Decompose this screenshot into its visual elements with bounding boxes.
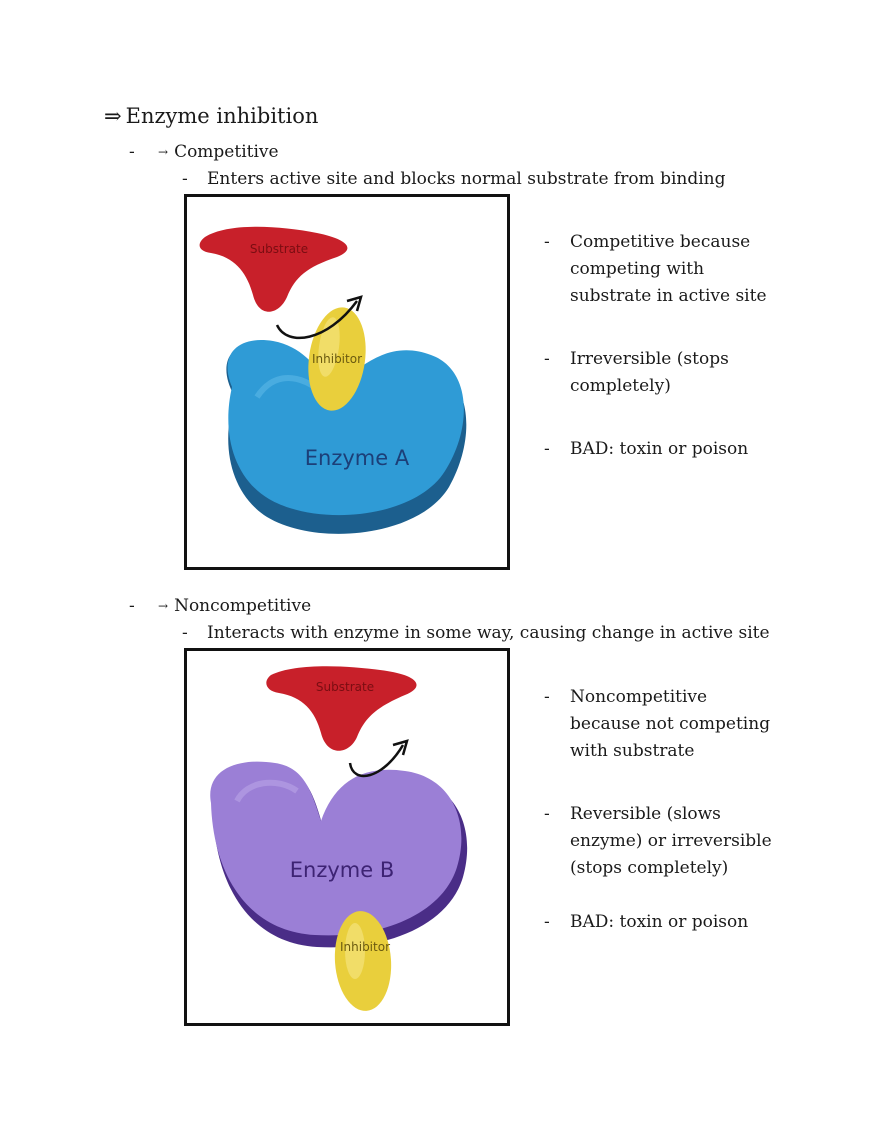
section-title-text: Competitive <box>174 142 279 162</box>
section-title-text: Noncompetitive <box>174 596 312 616</box>
inhibitor-label: Inhibitor <box>340 940 390 954</box>
bullet-competitive-1: - Competitive because competing with sub… <box>544 232 767 306</box>
inhibitor-label: Inhibitor <box>312 352 362 366</box>
right-arrow-icon: → <box>158 599 169 613</box>
section-title-noncompetitive: → Noncompetitive <box>158 596 311 616</box>
substrate-label: Substrate <box>250 242 308 256</box>
bullet-competitive-3: - BAD: toxin or poison <box>544 439 749 459</box>
sub-list-dash: - <box>182 169 188 189</box>
sub-list-dash: - <box>182 623 188 643</box>
section-description: Enters active site and blocks normal sub… <box>207 169 726 189</box>
bullet-competitive-2: - Irreversible (stops completely) <box>544 349 729 396</box>
right-arrow-icon: → <box>158 145 169 159</box>
curved-arrow-icon <box>275 300 359 340</box>
competitive-diagram: Inhibitor Substrate Enzyme A <box>199 226 467 534</box>
enzyme-a-label: Enzyme A <box>305 446 410 470</box>
enzyme-b-body <box>210 761 462 936</box>
page-heading: ⇒Enzyme inhibition <box>104 104 318 128</box>
curved-arrow-icon <box>348 744 405 778</box>
substrate-shape <box>266 666 417 751</box>
section-description: Interacts with enzyme in some way, causi… <box>207 623 770 643</box>
bullet-noncompetitive-1: - Noncompetitive because not competing w… <box>544 687 771 761</box>
implies-arrow-icon: ⇒ <box>104 104 122 128</box>
enzyme-a-body <box>227 340 464 516</box>
substrate-shape <box>199 226 348 312</box>
enzyme-b-label: Enzyme B <box>290 858 395 882</box>
heading-text: Enzyme inhibition <box>125 104 319 128</box>
noncompetitive-diagram: Inhibitor Substrate Enzyme B <box>210 666 468 1011</box>
bullet-noncompetitive-3: - BAD: toxin or poison <box>544 912 749 932</box>
section-title-competitive: → Competitive <box>158 142 279 162</box>
figure-competitive-inhibition: Inhibitor Substrate Enzyme A <box>184 194 510 570</box>
list-dash: - <box>129 596 135 616</box>
substrate-label: Substrate <box>316 680 374 694</box>
list-dash: - <box>129 142 135 162</box>
bullet-noncompetitive-2: - Reversible (slows enzyme) or irreversi… <box>544 804 772 878</box>
figure-noncompetitive-inhibition: Inhibitor Substrate Enzyme B <box>184 648 510 1026</box>
